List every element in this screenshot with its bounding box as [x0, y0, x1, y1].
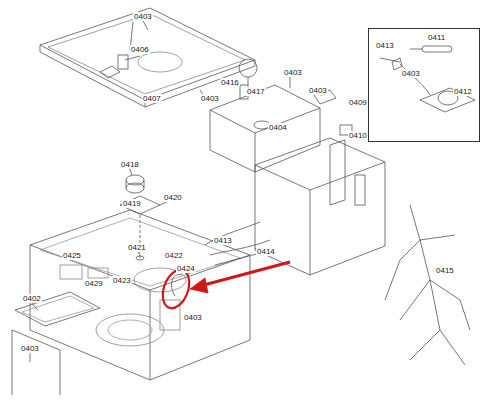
- callout-number: 0403: [200, 94, 220, 103]
- callout-number: 0424: [176, 264, 196, 273]
- callout-number: 0419: [122, 199, 142, 208]
- callout-number: 0422: [164, 251, 184, 260]
- callout-number: 0414: [256, 247, 276, 256]
- callout-number: 0411: [427, 33, 446, 42]
- callout-number: 0421: [127, 243, 147, 252]
- callout-number: 0404: [268, 123, 288, 132]
- callout-number: 0403: [283, 68, 303, 77]
- callout-number: 0403: [133, 12, 153, 21]
- inset-box: 0413 0411 0403 0412: [368, 28, 480, 142]
- callout-number: 0403: [183, 313, 203, 322]
- callout-number: 0415: [435, 266, 455, 275]
- callout-number: 0416: [220, 78, 240, 87]
- callout-number: 0418: [120, 160, 140, 169]
- callout-number: 0403: [20, 344, 40, 353]
- callout-number: 0420: [163, 193, 183, 202]
- callout-number: 0429: [84, 279, 104, 288]
- callout-number: 0413: [375, 41, 395, 50]
- callout-number: 0403: [308, 86, 328, 95]
- callout-number: 0412: [453, 87, 473, 96]
- callout-number: 0402: [22, 294, 42, 303]
- callout-number: 0407: [142, 94, 162, 103]
- callout-number: 0410: [348, 131, 368, 140]
- callout-number: 0413: [213, 236, 233, 245]
- callout-number: 0423: [112, 276, 132, 285]
- callout-number: 0425: [62, 251, 82, 260]
- callout-number: 0417: [246, 87, 266, 96]
- callout-number: 0406: [130, 45, 150, 54]
- callout-number: 0409: [348, 98, 368, 107]
- callout-number: 0403: [401, 69, 421, 78]
